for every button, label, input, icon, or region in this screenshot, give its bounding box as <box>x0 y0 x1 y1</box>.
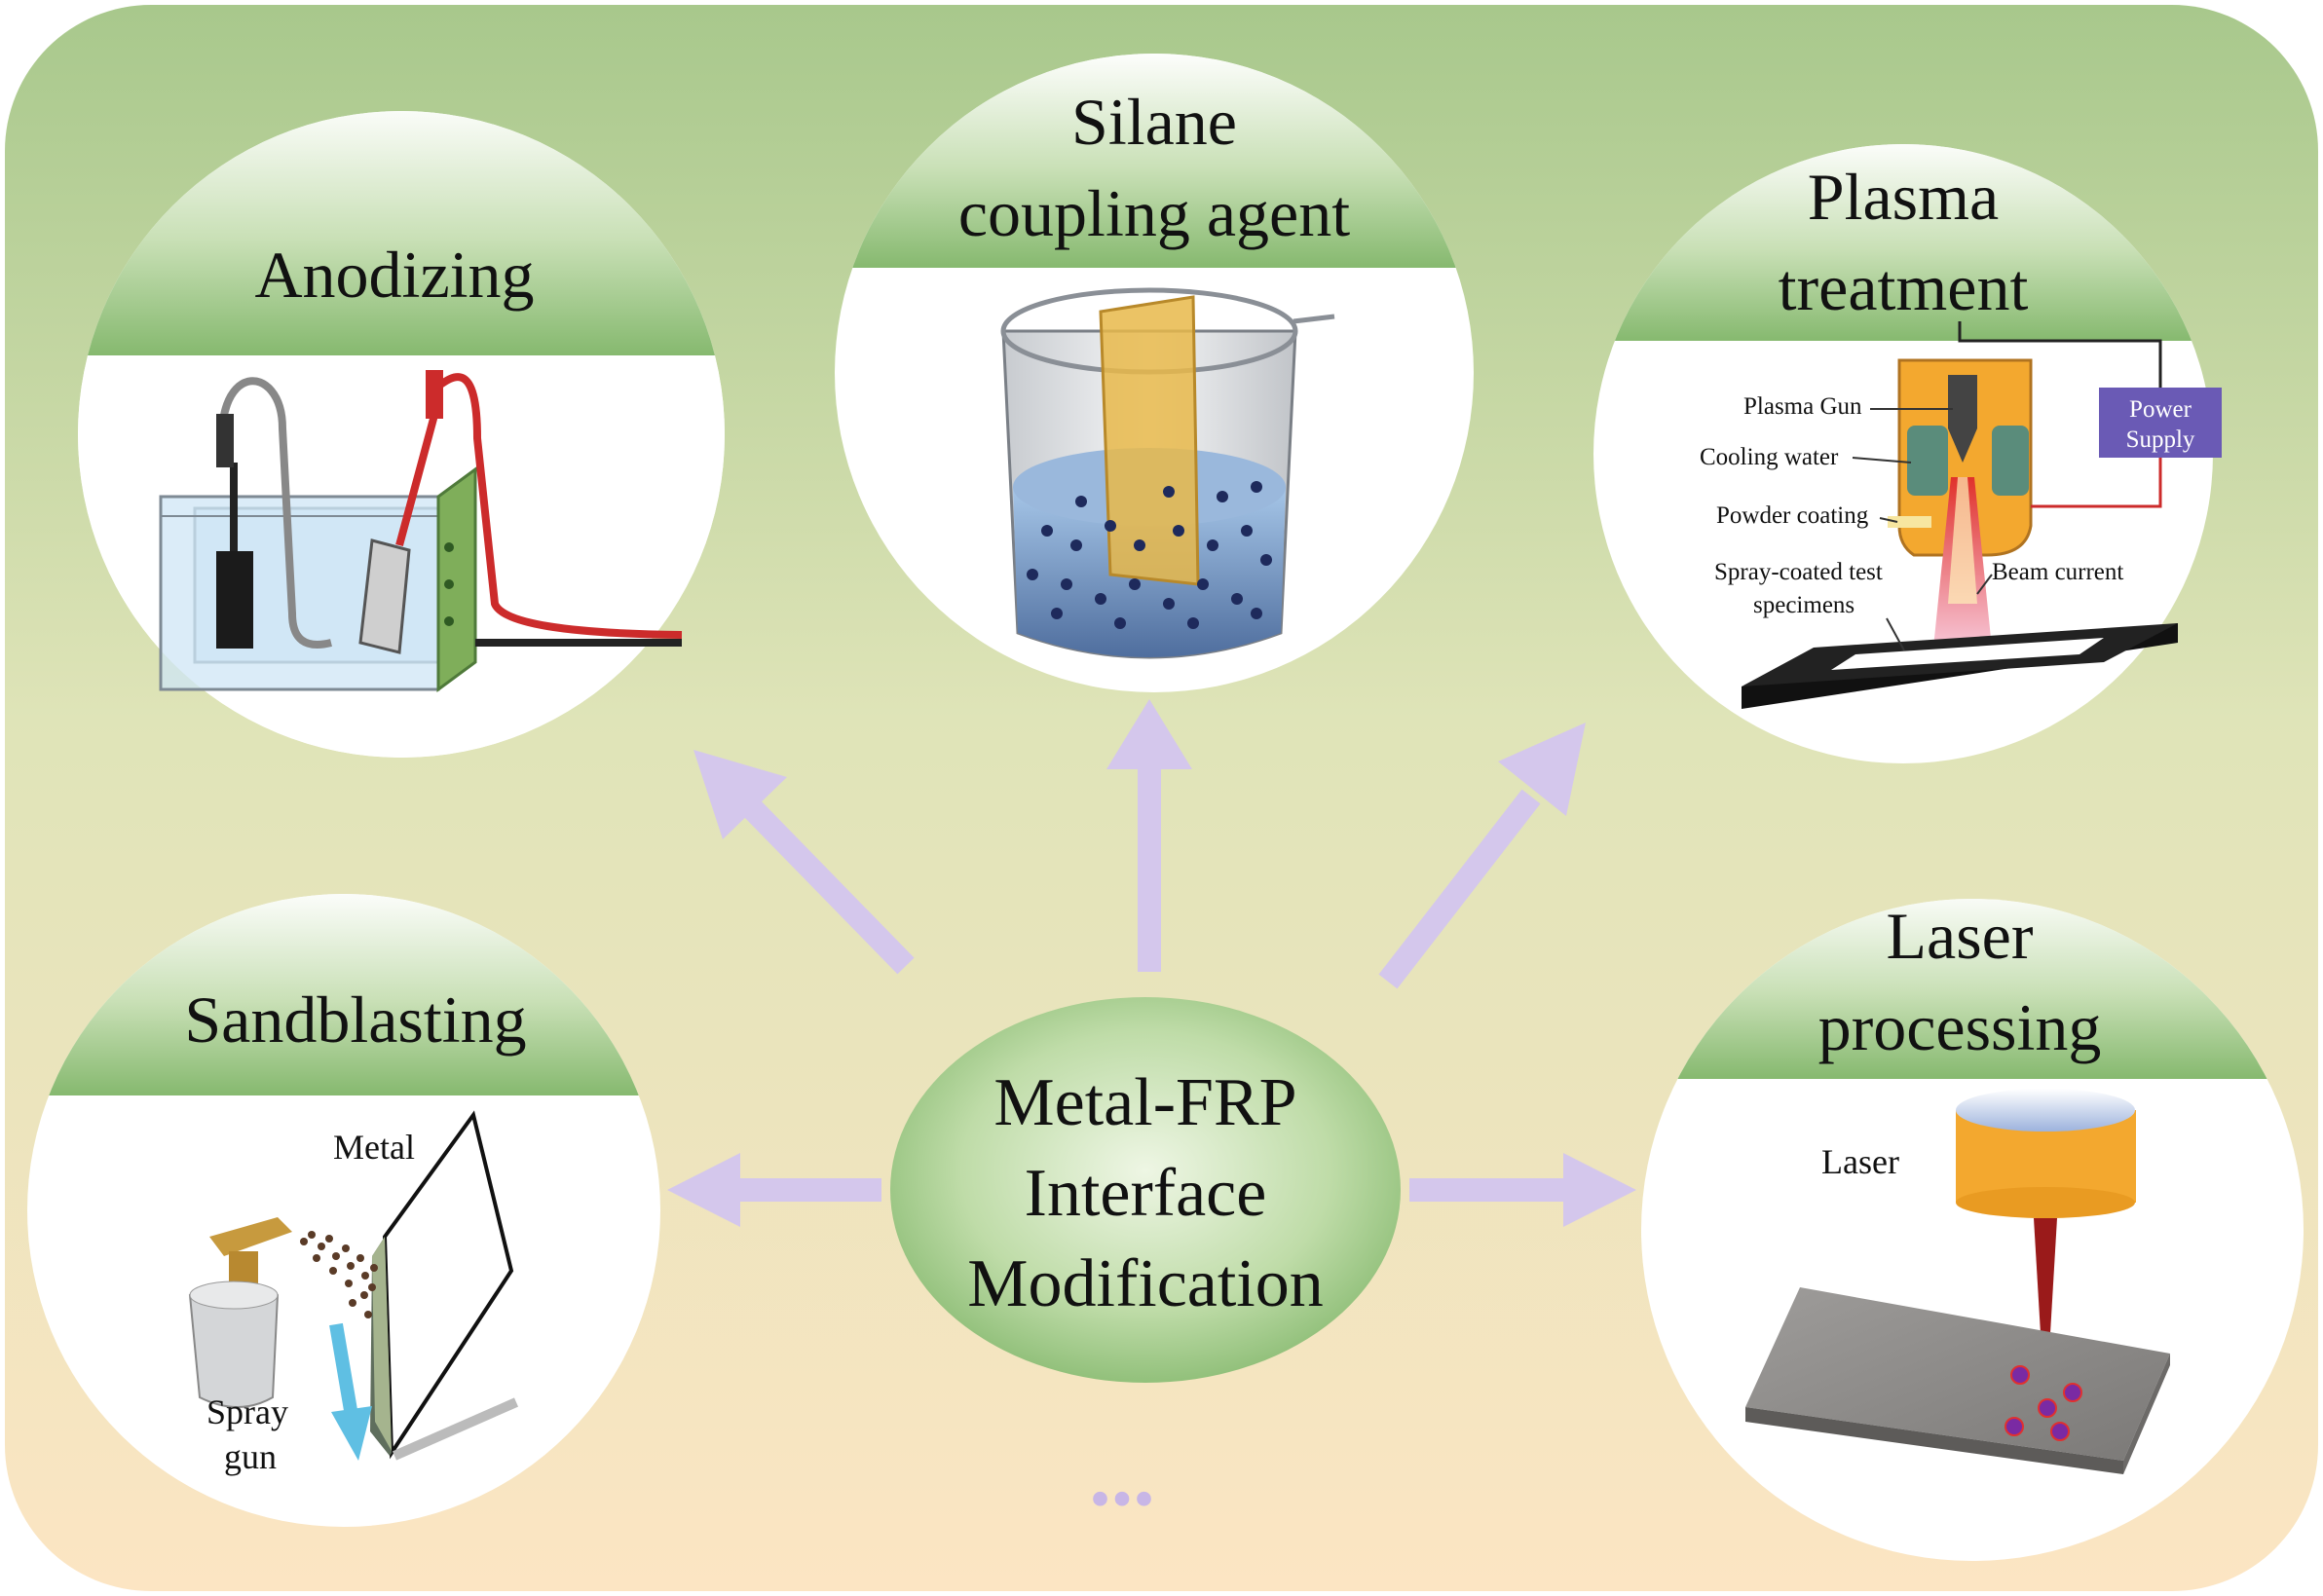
more-ellipsis: ... <box>1089 1428 1155 1524</box>
arrow-to-sandblasting <box>667 1153 881 1227</box>
label-powder-coating: Powder coating <box>1716 502 1869 529</box>
anodizing-illustration <box>159 370 683 692</box>
panel-sandblasting: Sandblasting Metal <box>27 894 660 1527</box>
label-cooling-water: Cooling water <box>1700 444 1839 470</box>
center-line-2: Interface <box>1025 1156 1267 1231</box>
laser-illustration: Laser <box>1745 1089 2170 1474</box>
center-node: Metal-FRP Interface Modification <box>890 997 1401 1383</box>
arrow-to-silane <box>1106 699 1192 972</box>
panel-laser: Laser processing Laser <box>1641 899 2304 1561</box>
label-beam-current: Beam current <box>1992 559 2123 585</box>
label-spray-coated-2: specimens <box>1753 592 1855 618</box>
label-spray-line-1: Spray <box>206 1392 288 1431</box>
power-supply-line-1: Power <box>2129 396 2192 423</box>
sandblasting-title: Sandblasting <box>184 983 526 1057</box>
label-spray-line-2: gun <box>224 1437 277 1476</box>
panel-plasma: Plasma treatment Power Supply <box>1593 144 2222 763</box>
power-supply-line-2: Supply <box>2126 427 2195 453</box>
plasma-illustration: Power Supply Plasma Gun Cooling water Po… <box>1700 321 2222 709</box>
plasma-title-line-2: treatment <box>1779 250 2029 324</box>
label-plasma-gun: Plasma Gun <box>1743 393 1862 420</box>
anodizing-title: Anodizing <box>254 238 534 312</box>
plasma-title-line-1: Plasma <box>1808 160 1999 234</box>
arrow-to-anodizing <box>693 750 915 975</box>
label-metal: Metal <box>333 1128 415 1167</box>
center-line-1: Metal-FRP <box>993 1065 1296 1140</box>
silane-title-line-1: Silane <box>1071 85 1237 159</box>
silane-title-line-2: coupling agent <box>958 176 1350 250</box>
arrows <box>667 699 1636 1227</box>
label-spray-coated-1: Spray-coated test <box>1714 559 1883 585</box>
laser-title-line-1: Laser <box>1886 899 2033 973</box>
arrow-to-laser <box>1409 1153 1636 1227</box>
laser-title-line-2: processing <box>1818 990 2102 1064</box>
center-line-3: Modification <box>967 1246 1323 1321</box>
beaker-illustration <box>1000 287 1335 659</box>
label-laser: Laser <box>1821 1142 1899 1181</box>
arrow-to-plasma <box>1378 723 1586 989</box>
sandblasting-illustration: Metal Spray gun <box>188 1110 519 1476</box>
